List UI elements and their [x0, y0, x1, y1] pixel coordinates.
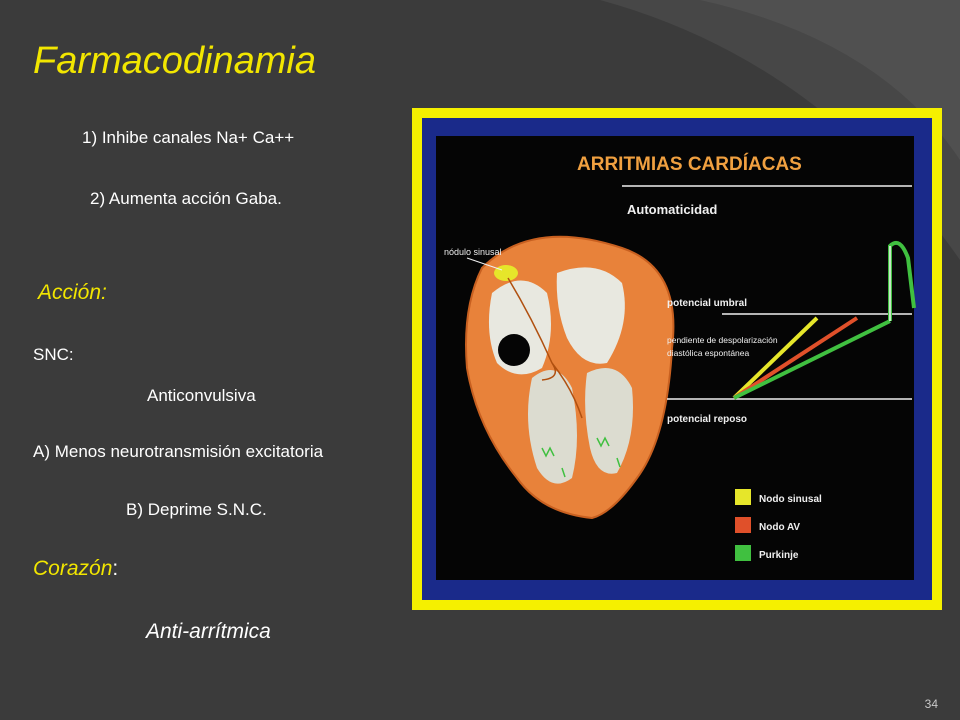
item-menos-neurotransmision: A) Menos neurotransmisión excitatoria	[33, 442, 324, 461]
label-pendiente-1: pendiente de despolarización	[667, 335, 778, 345]
label-snc: SNC:	[33, 345, 74, 364]
slide-title: Farmacodinamia	[33, 40, 316, 82]
heart-illustration	[465, 235, 675, 520]
figure-frame: ARRITMIAS CARDÍACAS Automaticidad nódulo…	[412, 108, 942, 610]
text-anti-arritmica: Anti-arrítmica	[146, 620, 271, 643]
slope-nodo-sinusal	[732, 316, 819, 400]
slide-number: 34	[924, 697, 938, 711]
diagram-legend: Nodo sinusal Nodo AV Purkinje	[735, 489, 822, 561]
point-inhibe-canales: 1) Inhibe canales Na+ Ca++	[82, 128, 295, 147]
pointer-nodulo	[466, 257, 503, 271]
slope-nodo-av	[732, 316, 859, 400]
legend-swatch-nodo-av	[735, 517, 751, 533]
item-deprime-snc: B) Deprime S.N.C.	[126, 500, 267, 519]
diagram-subtitle: Automaticidad	[627, 202, 717, 217]
heading-corazon: Corazón:	[33, 557, 118, 581]
legend-label-purkinje: Purkinje	[759, 550, 799, 561]
text-anticonvulsiva: Anticonvulsiva	[147, 386, 256, 405]
diagram-title: ARRITMIAS CARDÍACAS	[577, 153, 802, 175]
heading-corazon-text: Corazón	[33, 557, 113, 580]
arrhythmia-diagram: ARRITMIAS CARDÍACAS Automaticidad nódulo…	[436, 136, 916, 580]
label-potencial-reposo: potencial reposo	[667, 414, 747, 425]
label-nodulo-sinusal: nódulo sinusal	[444, 247, 502, 257]
heading-corazon-colon: :	[112, 557, 119, 580]
figure-panel: ARRITMIAS CARDÍACAS Automaticidad nódulo…	[422, 118, 932, 600]
legend-swatch-nodo-sinusal	[735, 489, 751, 505]
heading-accion: Acción:	[38, 281, 107, 304]
legend-swatch-purkinje	[735, 545, 751, 561]
slope-purkinje	[733, 319, 891, 400]
purkinje-action-potential	[888, 241, 916, 321]
point-aumenta-gaba: 2) Aumenta acción Gaba.	[90, 189, 282, 208]
legend-label-nodo-av: Nodo AV	[759, 522, 800, 533]
label-pendiente-2: diastólica espontánea	[667, 348, 750, 358]
label-potencial-umbral: potencial umbral	[667, 298, 747, 309]
legend-label-nodo-sinusal: Nodo sinusal	[759, 494, 822, 505]
